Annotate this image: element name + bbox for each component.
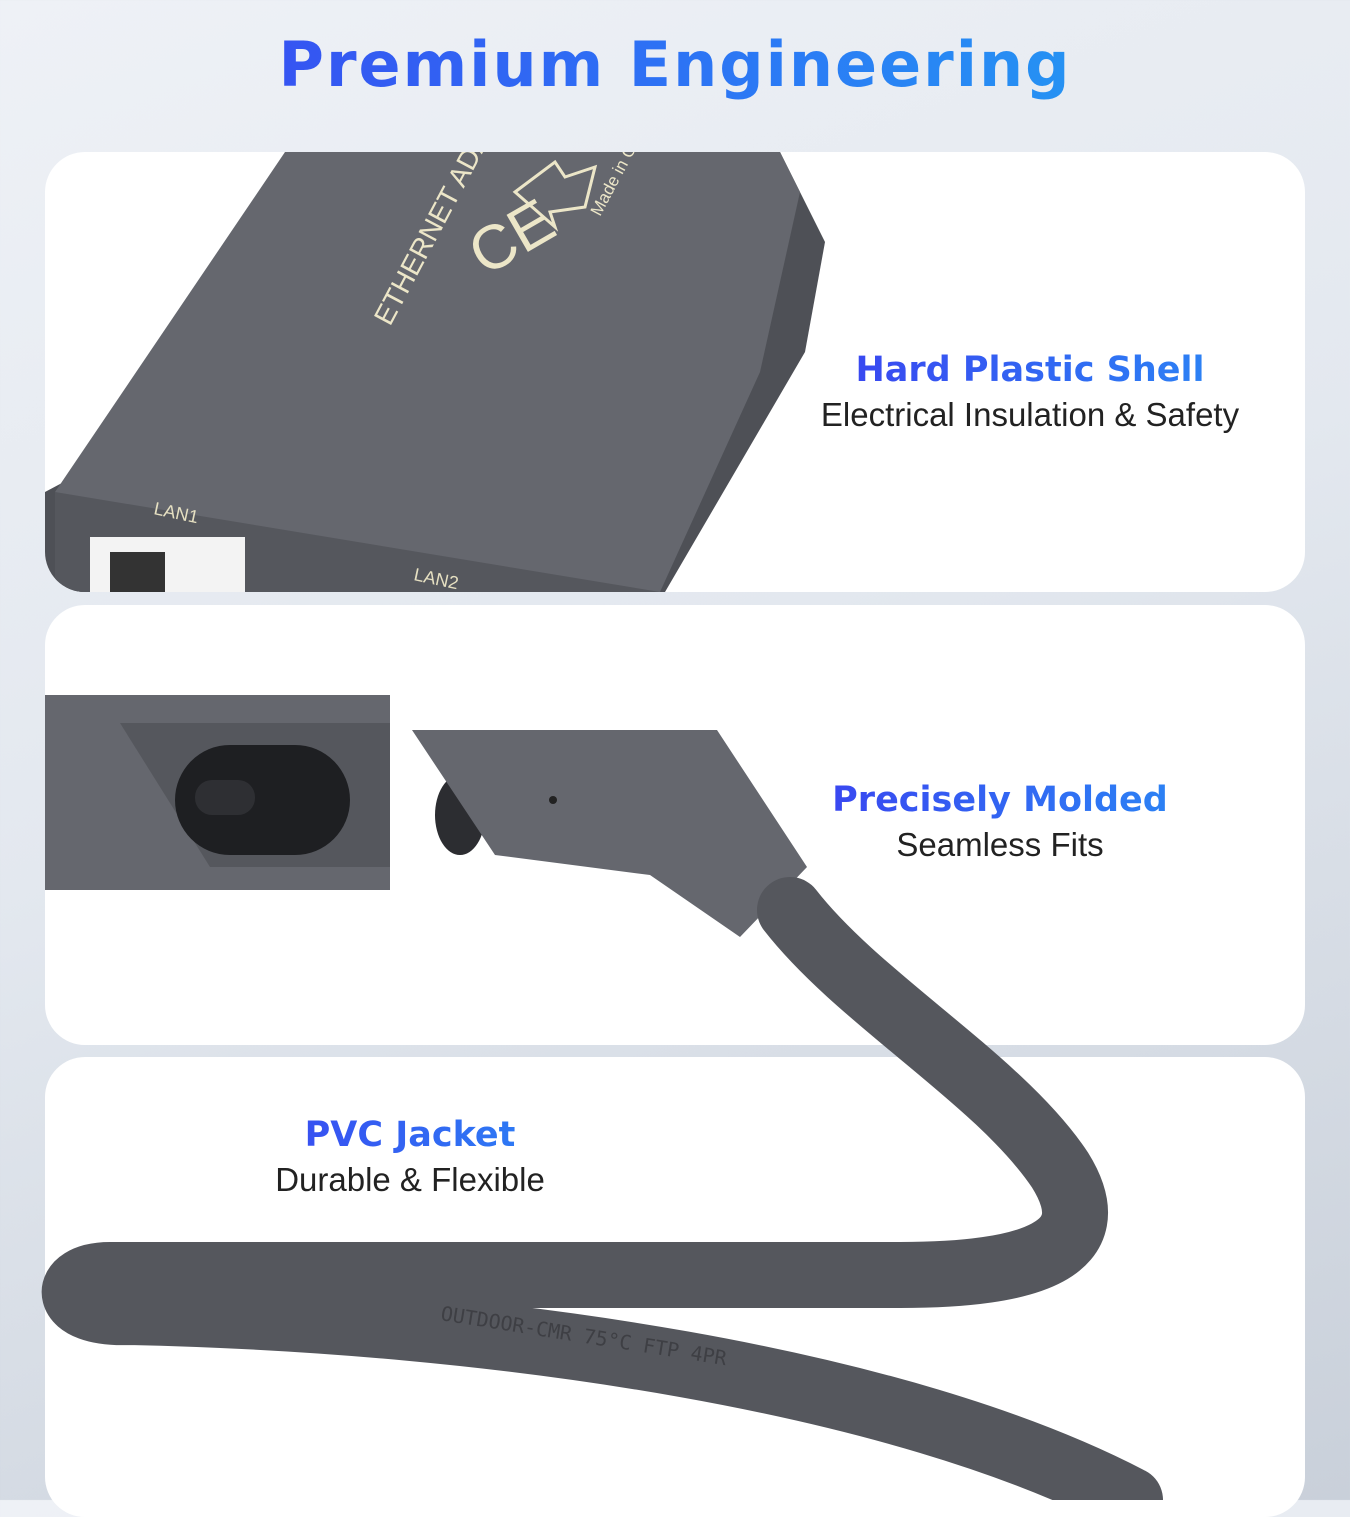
feature-shell: Hard Plastic Shell Electrical Insulation…	[795, 350, 1265, 434]
feature-card-shell: ETHERNET ADA CE Made in C LAN1 LAN2 Hard…	[45, 152, 1305, 592]
feature-molded: Precisely Molded Seamless Fits	[780, 780, 1220, 864]
feature-subtext: Electrical Insulation & Safety	[820, 396, 1240, 433]
feature-subtext: Durable & Flexible	[275, 1161, 545, 1198]
feature-heading: Precisely Molded	[780, 780, 1220, 820]
feature-jacket: PVC Jacket Durable & Flexible	[210, 1115, 610, 1199]
feature-heading: PVC Jacket	[210, 1115, 610, 1155]
adapter-top-image: ETHERNET ADA CE Made in C LAN1 LAN2	[45, 152, 825, 592]
feature-heading: Hard Plastic Shell	[795, 350, 1265, 390]
feature-card-molded: Precisely Molded Seamless Fits	[45, 605, 1305, 1045]
recycle-arrow-icon	[512, 159, 598, 232]
connector-image	[45, 695, 807, 937]
page-title: Premium Engineering	[0, 28, 1350, 101]
feature-subtext: Seamless Fits	[896, 826, 1104, 863]
